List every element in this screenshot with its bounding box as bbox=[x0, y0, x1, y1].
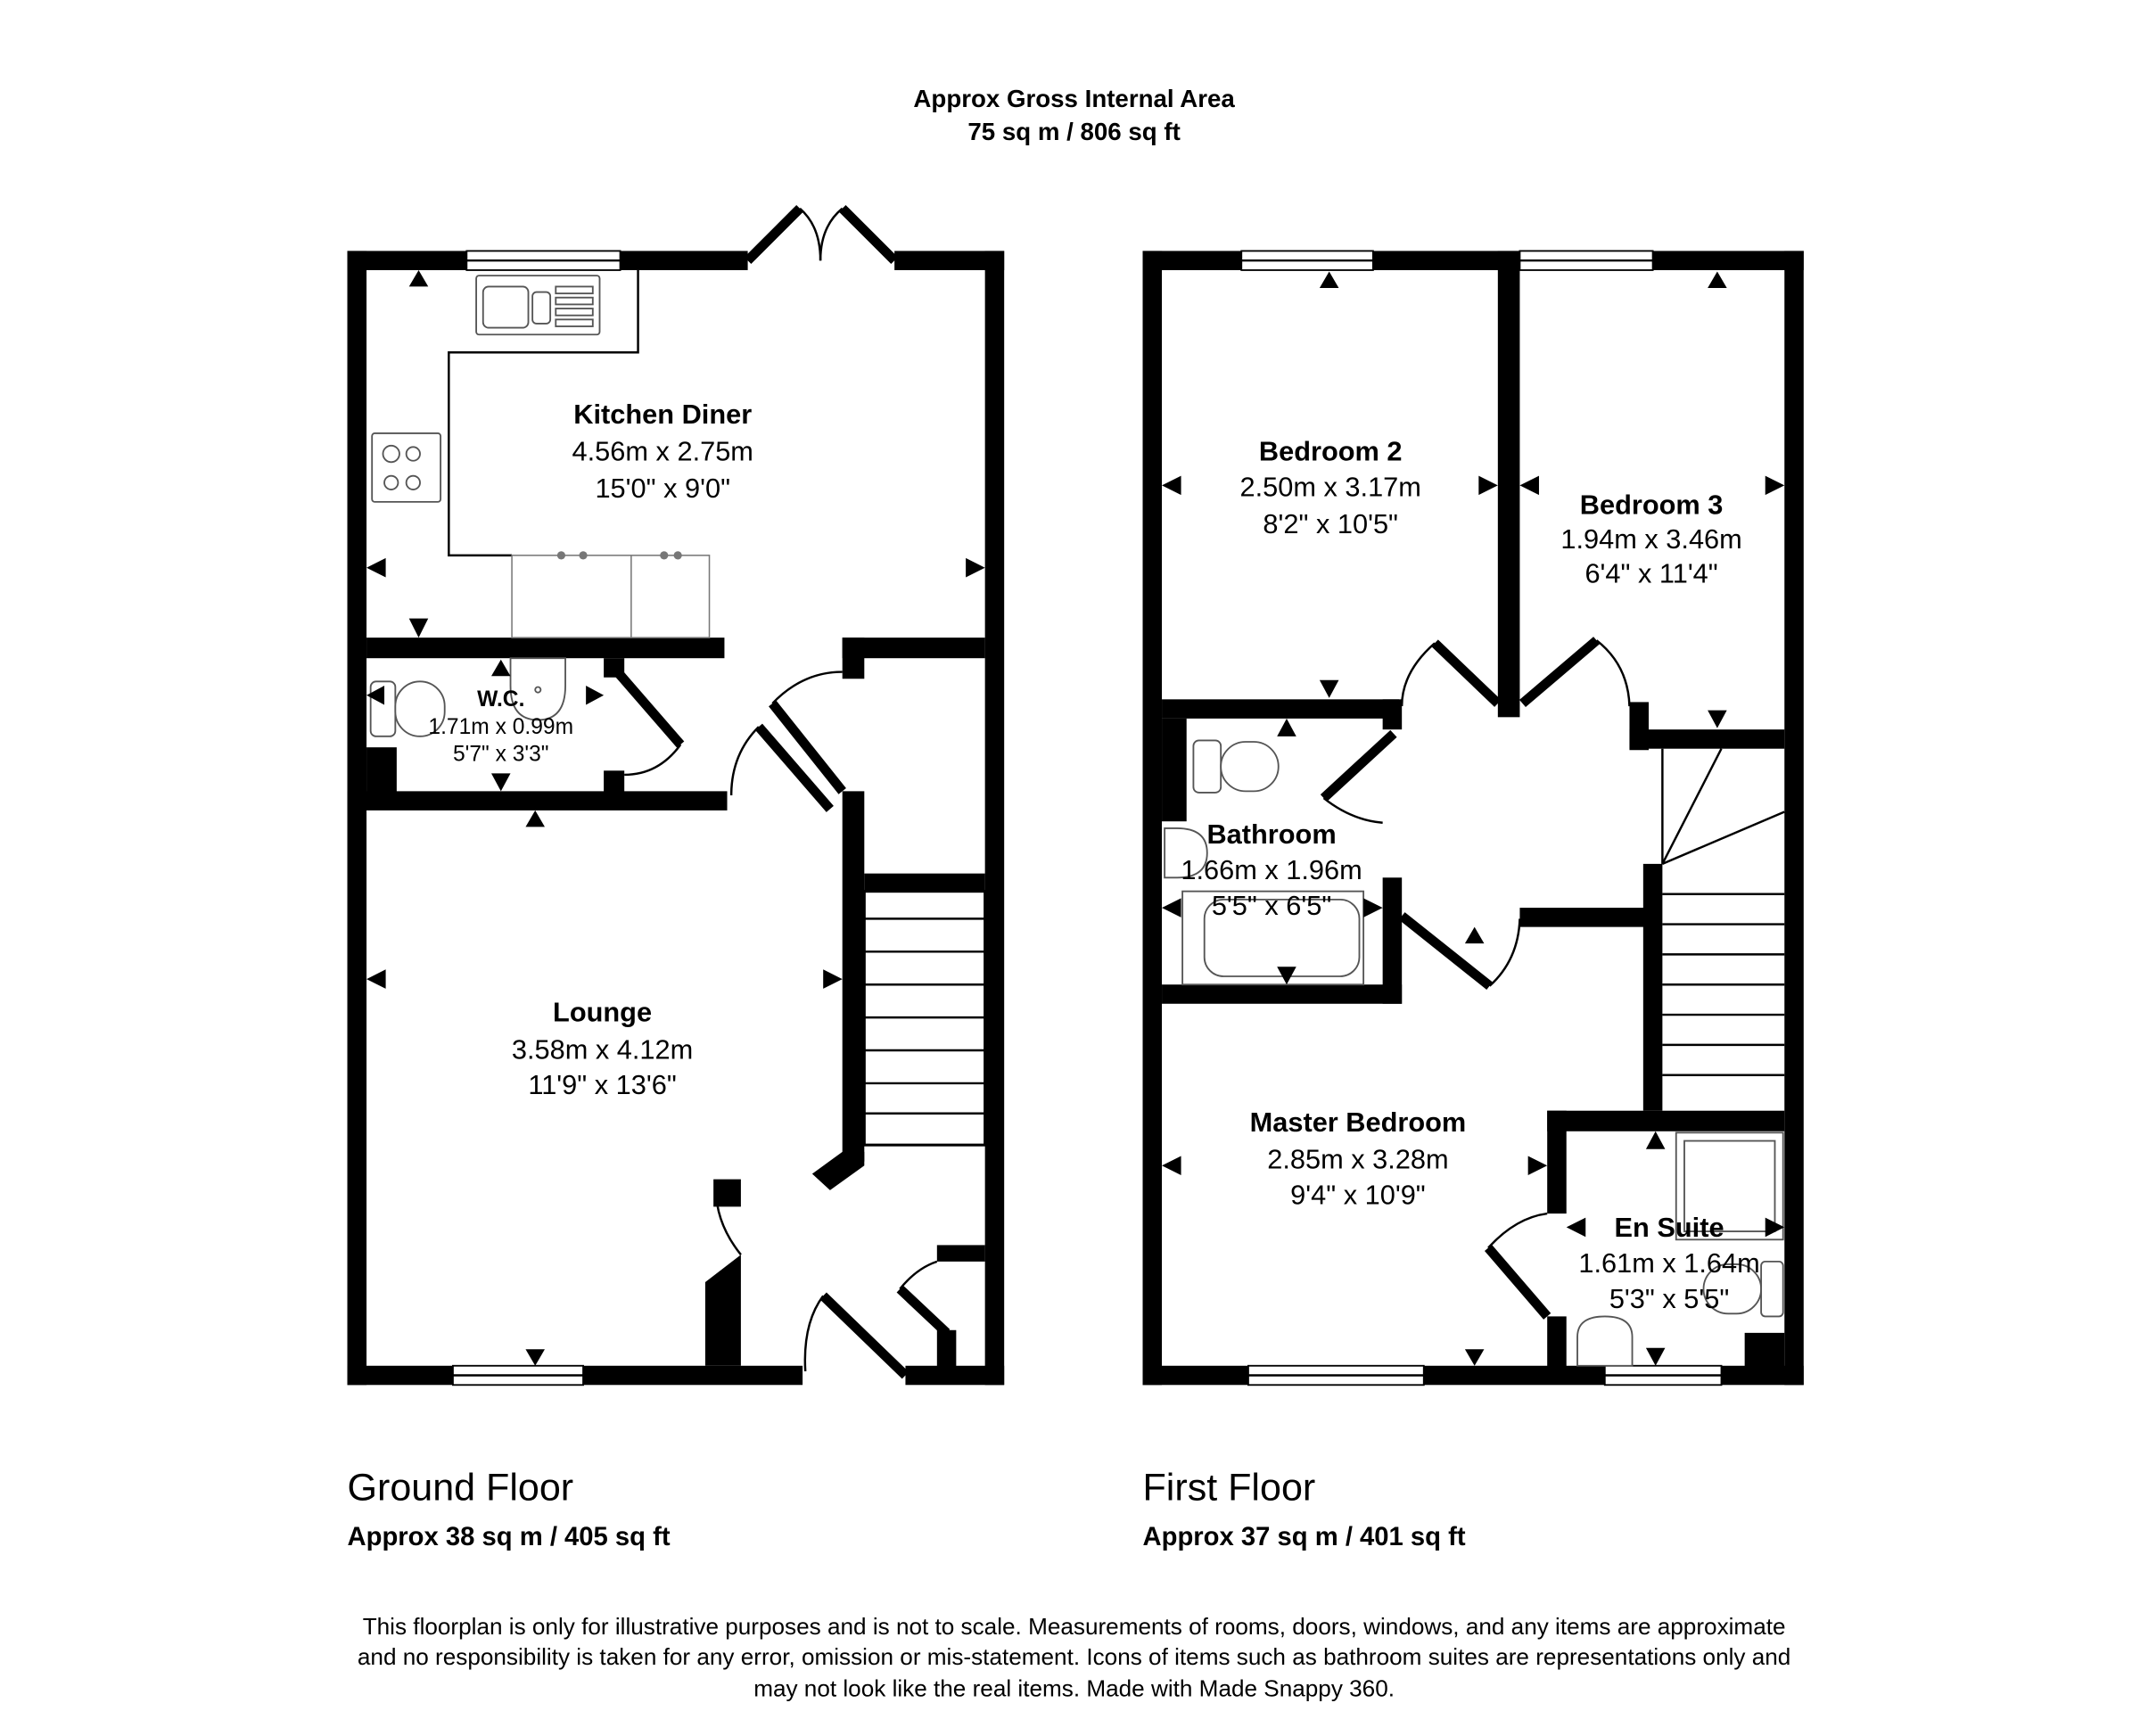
room-name: En Suite bbox=[1615, 1212, 1724, 1243]
room-metric: 2.50m x 3.17m bbox=[1240, 472, 1421, 503]
toilet-icon bbox=[369, 680, 446, 737]
window bbox=[1240, 250, 1374, 271]
basin-icon bbox=[1576, 1315, 1634, 1367]
dimension-arrows bbox=[366, 269, 985, 1366]
bath-icon bbox=[1181, 890, 1365, 986]
room-metric: 1.94m x 3.46m bbox=[1560, 523, 1741, 555]
room-imperial: 5'5" x 6'5" bbox=[1212, 890, 1331, 921]
room-imperial: 5'3" x 5'5" bbox=[1609, 1283, 1729, 1314]
room-name: W.C. bbox=[477, 687, 524, 712]
kitchen-worktop bbox=[448, 269, 711, 638]
room-metric: 1.66m x 1.96m bbox=[1181, 854, 1362, 885]
room-bedroom-2: Bedroom 2 2.50m x 3.17m 8'2" x 10'5" bbox=[1240, 436, 1421, 540]
sink-icon bbox=[475, 275, 601, 336]
room-imperial: 15'0" x 9'0" bbox=[595, 473, 730, 504]
gross-area-value: 75 sq m / 806 sq ft bbox=[967, 118, 1180, 145]
toilet-icon bbox=[1192, 739, 1280, 794]
first-floor-plan bbox=[1142, 250, 1804, 1386]
room-bedroom-3: Bedroom 3 1.94m x 3.46m 6'4" x 11'4" bbox=[1560, 490, 1741, 589]
room-name: Bedroom 2 bbox=[1259, 436, 1403, 467]
room-metric: 1.71m x 0.99m bbox=[428, 715, 573, 739]
room-en-suite: En Suite 1.61m x 1.64m 5'3" x 5'5" bbox=[1578, 1212, 1759, 1314]
room-name: Bedroom 3 bbox=[1580, 490, 1724, 521]
basin-icon bbox=[509, 657, 566, 721]
disclaimer-line: and no responsibility is taken for any e… bbox=[358, 1643, 1790, 1670]
window bbox=[1603, 1364, 1723, 1386]
disclaimer-line: may not look like the real items. Made w… bbox=[753, 1674, 1395, 1701]
first-floor-area: Approx 37 sq m / 401 sq ft bbox=[1143, 1523, 1466, 1551]
room-name: Master Bedroom bbox=[1250, 1107, 1467, 1138]
room-name: Bathroom bbox=[1206, 819, 1336, 850]
first-floor-title: First Floor bbox=[1143, 1466, 1316, 1509]
room-imperial: 5'7" x 3'3" bbox=[453, 743, 549, 767]
room-name: Lounge bbox=[553, 997, 652, 1028]
room-metric: 1.61m x 1.64m bbox=[1578, 1247, 1759, 1279]
staircase bbox=[1661, 748, 1785, 1076]
disclaimer-line: This floorplan is only for illustrative … bbox=[363, 1613, 1786, 1640]
basin-icon bbox=[1164, 827, 1208, 879]
staircase bbox=[862, 890, 987, 1147]
room-metric: 3.58m x 4.12m bbox=[512, 1033, 693, 1065]
window bbox=[1519, 250, 1654, 271]
gross-area-title: Approx Gross Internal Area bbox=[913, 85, 1235, 112]
room-imperial: 8'2" x 10'5" bbox=[1263, 508, 1398, 539]
room-metric: 4.56m x 2.75m bbox=[572, 436, 753, 467]
room-kitchen-diner: Kitchen Diner 4.56m x 2.75m 15'0" x 9'0" bbox=[572, 399, 753, 504]
room-bathroom: Bathroom 1.66m x 1.96m 5'5" x 6'5" bbox=[1181, 819, 1362, 921]
room-lounge: Lounge 3.58m x 4.12m 11'9" x 13'6" bbox=[512, 997, 693, 1101]
room-master-bedroom: Master Bedroom 2.85m x 3.28m 9'4" x 10'9… bbox=[1250, 1107, 1467, 1211]
ground-floor-area: Approx 38 sq m / 405 sq ft bbox=[348, 1523, 671, 1551]
room-imperial: 9'4" x 10'9" bbox=[1290, 1179, 1426, 1210]
room-name: Kitchen Diner bbox=[573, 399, 752, 430]
window bbox=[452, 1364, 584, 1386]
room-wc: W.C. 1.71m x 0.99m 5'7" x 3'3" bbox=[428, 687, 573, 767]
ground-floor-title: Ground Floor bbox=[348, 1466, 574, 1509]
dimension-arrows bbox=[1162, 271, 1785, 1366]
toilet-icon bbox=[1702, 1260, 1784, 1318]
window bbox=[1247, 1364, 1425, 1386]
french-doors bbox=[744, 204, 898, 265]
hob-icon bbox=[371, 432, 442, 503]
room-imperial: 11'9" x 13'6" bbox=[528, 1069, 676, 1100]
room-imperial: 6'4" x 11'4" bbox=[1584, 558, 1717, 589]
window bbox=[465, 250, 621, 271]
room-metric: 2.85m x 3.28m bbox=[1267, 1143, 1448, 1174]
ground-floor-plan bbox=[347, 204, 1005, 1386]
